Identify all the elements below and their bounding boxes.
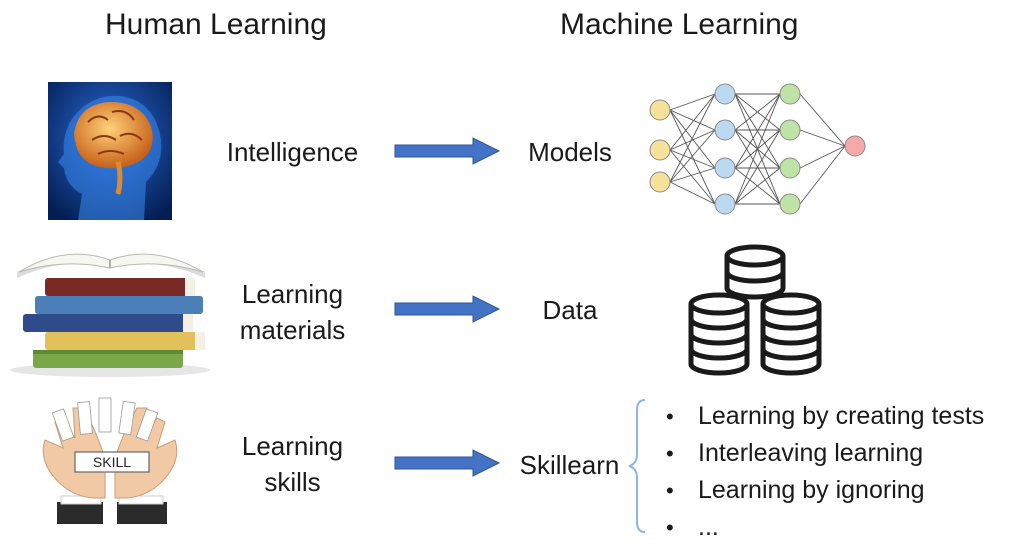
nn-edge [734,93,781,131]
list-item: Learning by creating tests [658,398,984,435]
database-cylinder [688,292,750,376]
nn-node [779,193,801,215]
arrow-right-icon [394,295,501,323]
nn-edge [734,129,781,205]
list-item: Interleaving learning [658,435,984,472]
nn-edge [734,93,781,169]
nn-edge [799,129,846,147]
nn-edge [669,167,716,183]
nn-node [844,135,866,157]
nn-edge [669,149,716,169]
nn-edge [669,93,716,111]
brain-head-icon [48,82,172,220]
nn-edge [669,109,716,205]
list-item: ... [658,509,984,546]
arrow-right-icon [394,449,501,477]
nn-edge [734,93,781,205]
nn-edge [799,145,846,169]
nn-node [779,83,801,105]
nn-edge [799,93,846,147]
machine-learning-header: Machine Learning [560,8,799,41]
skillearn-label: Skillearn [519,450,620,480]
data-label: Data [542,295,598,325]
brace-icon [628,399,646,533]
arrow-right-icon [394,137,501,165]
nn-edge [669,109,716,131]
svg-text:SKILL: SKILL [93,454,131,470]
database-cylinder [724,244,786,300]
human-learning-header: Human Learning [105,8,327,41]
nn-edge [669,129,716,151]
intelligence-label: Intelligence [226,137,359,167]
skill-hands-icon: SKILL [42,397,178,524]
neural-network-icon [649,83,866,215]
database-cylinder [760,292,822,376]
nn-edge [669,93,716,151]
nn-node [649,171,671,193]
nn-edge [799,145,846,205]
nn-node [714,83,736,105]
learning-materials-label: Learning materials [239,279,346,345]
nn-node [779,157,801,179]
nn-edge [669,149,716,205]
nn-edge [669,93,716,183]
nn-edge [669,109,716,169]
nn-node [779,119,801,141]
nn-edge [669,181,716,205]
list-item: Learning by ignoring [658,472,984,509]
nn-node [714,119,736,141]
nn-node [714,157,736,179]
database-icon [688,244,822,376]
nn-node [649,99,671,121]
learning-skills-label: Learning skills [241,431,344,497]
nn-node [714,193,736,215]
skillearn-list: Learning by creating tests Interleaving … [658,398,984,546]
nn-node [649,139,671,161]
book-stack-icon [10,253,210,377]
nn-edge [734,167,781,205]
models-label: Models [528,137,612,167]
nn-edge [669,129,716,183]
